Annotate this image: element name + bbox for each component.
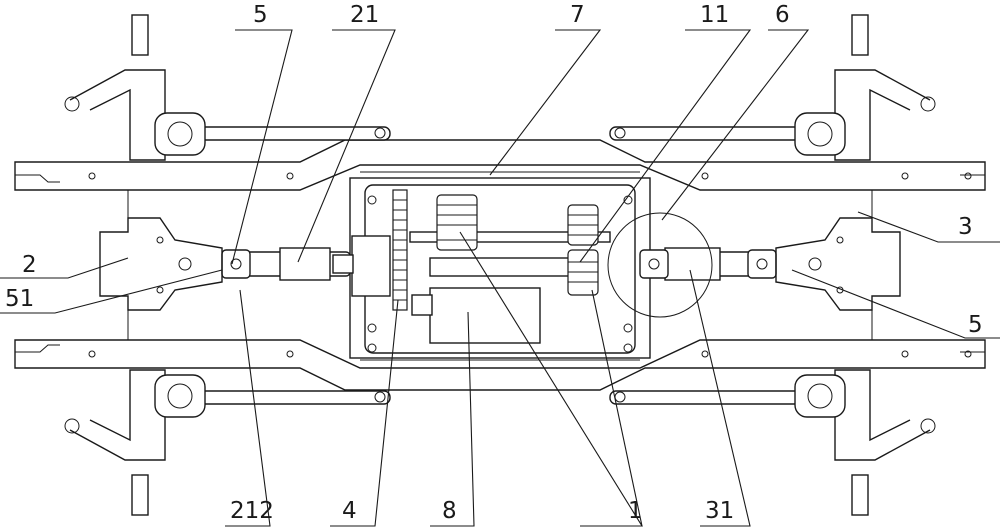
hub-top-right bbox=[794, 14, 936, 161]
label-212: 212 bbox=[230, 498, 274, 524]
gear-train bbox=[351, 189, 611, 311]
label-21: 21 bbox=[350, 2, 379, 28]
leader-lines bbox=[0, 29, 1000, 527]
label-1: 1 bbox=[628, 498, 643, 524]
link-rods bbox=[199, 126, 801, 405]
hub-top-left bbox=[64, 14, 206, 161]
hub-bottom-right bbox=[794, 369, 936, 516]
hub-bottom-left bbox=[64, 369, 206, 516]
drive-shafts bbox=[221, 212, 777, 318]
labels: 5 21 7 11 6 3 2 51 5 212 4 8 1 31 bbox=[5, 2, 983, 524]
label-5-right: 5 bbox=[968, 312, 983, 338]
label-11: 11 bbox=[700, 2, 729, 28]
label-5-top: 5 bbox=[253, 2, 268, 28]
label-51: 51 bbox=[5, 286, 34, 312]
label-8: 8 bbox=[442, 498, 457, 524]
label-2: 2 bbox=[22, 252, 37, 278]
axle-housings bbox=[99, 190, 901, 340]
label-3: 3 bbox=[958, 214, 973, 240]
label-4: 4 bbox=[342, 498, 357, 524]
label-7: 7 bbox=[570, 2, 585, 28]
label-6: 6 bbox=[775, 2, 790, 28]
label-31: 31 bbox=[705, 498, 734, 524]
